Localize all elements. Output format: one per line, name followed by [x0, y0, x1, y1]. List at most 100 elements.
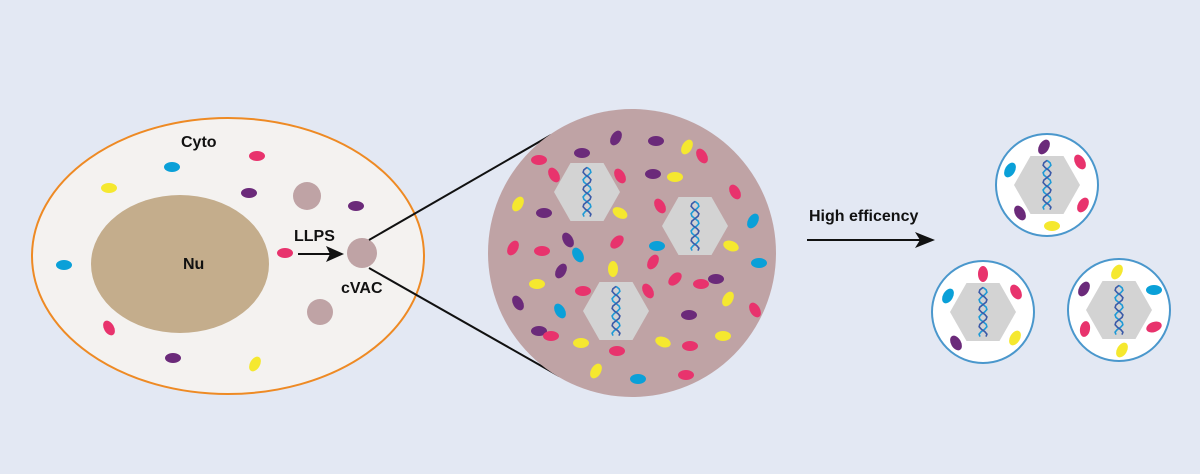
protein-particle: [942, 288, 954, 304]
protein-particle: [614, 168, 626, 184]
protein-particle: [56, 260, 72, 270]
protein-particle: [531, 155, 547, 165]
protein-particle: [1111, 264, 1123, 280]
protein-particle: [682, 341, 698, 351]
protein-particle: [562, 232, 574, 248]
protein-particle: [647, 254, 659, 270]
dna-strand: [978, 286, 988, 337]
protein-particle: [1014, 205, 1026, 221]
dna-strand: [1042, 159, 1052, 210]
protein-particle: [534, 246, 550, 256]
protein-particle: [630, 374, 646, 384]
protein-particle: [681, 139, 693, 155]
cvac-condensate: [347, 238, 377, 268]
protein-particle: [1074, 154, 1086, 170]
protein-particle: [1044, 221, 1060, 231]
protein-particle: [1079, 321, 1091, 337]
capsid: [662, 197, 728, 255]
protein-particle: [1146, 321, 1162, 333]
dna-strand: [611, 285, 621, 336]
protein-particle: [715, 331, 731, 341]
protein-particle: [507, 240, 519, 256]
protein-particle: [1004, 162, 1016, 178]
protein-particle: [649, 241, 665, 251]
protein-particle: [609, 346, 625, 356]
protein-particle: [612, 207, 628, 219]
protein-particle: [348, 201, 364, 211]
protein-particle: [655, 336, 671, 348]
llps-arrow: [298, 246, 344, 262]
cvac-label: cVAC: [341, 280, 383, 297]
dna-strand: [1114, 284, 1124, 335]
protein-particle: [103, 320, 115, 336]
protein-particle: [667, 172, 683, 182]
protein-particle: [751, 258, 767, 268]
protein-particle: [723, 240, 739, 252]
protein-particle: [1116, 342, 1128, 358]
protein-particle: [1078, 281, 1090, 297]
protein-particle: [575, 286, 591, 296]
small-condensate: [307, 299, 333, 325]
protein-particle: [610, 130, 622, 146]
assembled-virions: [931, 133, 1171, 364]
protein-particle: [608, 261, 618, 277]
condensate-zoom: [488, 109, 776, 397]
protein-particle: [548, 167, 560, 183]
protein-particle: [249, 356, 261, 372]
capsid: [1086, 281, 1152, 339]
protein-particle: [645, 169, 661, 179]
protein-particle: [610, 235, 624, 249]
dna-strand: [582, 166, 592, 217]
protein-particle: [277, 248, 293, 258]
protein-particle: [1009, 330, 1021, 346]
protein-particle: [512, 295, 524, 311]
protein-particle: [529, 279, 545, 289]
protein-particle: [654, 198, 666, 214]
protein-particle: [950, 335, 962, 351]
zoom-lines: [368, 134, 560, 377]
capsid: [950, 283, 1016, 341]
cvac-enlarged: [488, 109, 776, 397]
small-condensate: [293, 182, 321, 210]
protein-particle: [642, 283, 654, 299]
protein-particle: [572, 247, 584, 263]
nucleus: [91, 195, 269, 333]
protein-particle: [531, 326, 547, 336]
protein-particle: [512, 196, 524, 212]
virion: [931, 260, 1035, 364]
virion: [995, 133, 1099, 237]
protein-particle: [708, 274, 724, 284]
protein-particle: [1038, 139, 1050, 155]
protein-particle: [165, 353, 181, 363]
nucleus-label: Nu: [183, 256, 204, 273]
protein-particle: [747, 213, 759, 229]
protein-particle: [164, 162, 180, 172]
protein-particle: [749, 302, 761, 318]
protein-particle: [101, 183, 117, 193]
cell-proteins: [56, 151, 364, 372]
cyto-label: Cyto: [181, 134, 217, 151]
protein-particle: [536, 208, 552, 218]
virion: [1067, 258, 1171, 362]
protein-particle: [1077, 197, 1089, 213]
protein-particle: [554, 303, 566, 319]
protein-particle: [693, 279, 709, 289]
protein-particle: [1010, 284, 1022, 300]
capsid: [1014, 156, 1080, 214]
llps-label: LLPS: [294, 228, 335, 245]
capsid: [554, 163, 620, 221]
protein-particle: [241, 188, 257, 198]
protein-particle: [722, 291, 734, 307]
high-efficiency-label: High efficency: [809, 208, 918, 225]
protein-particle: [555, 263, 567, 279]
dna-strand: [690, 200, 700, 251]
protein-particle: [574, 148, 590, 158]
protein-particle: [648, 136, 664, 146]
protein-particle: [573, 338, 589, 348]
protein-particle: [668, 272, 682, 286]
protein-particle: [681, 310, 697, 320]
protein-particle: [978, 266, 988, 282]
protein-particle: [1146, 285, 1162, 295]
protein-particle: [678, 370, 694, 380]
